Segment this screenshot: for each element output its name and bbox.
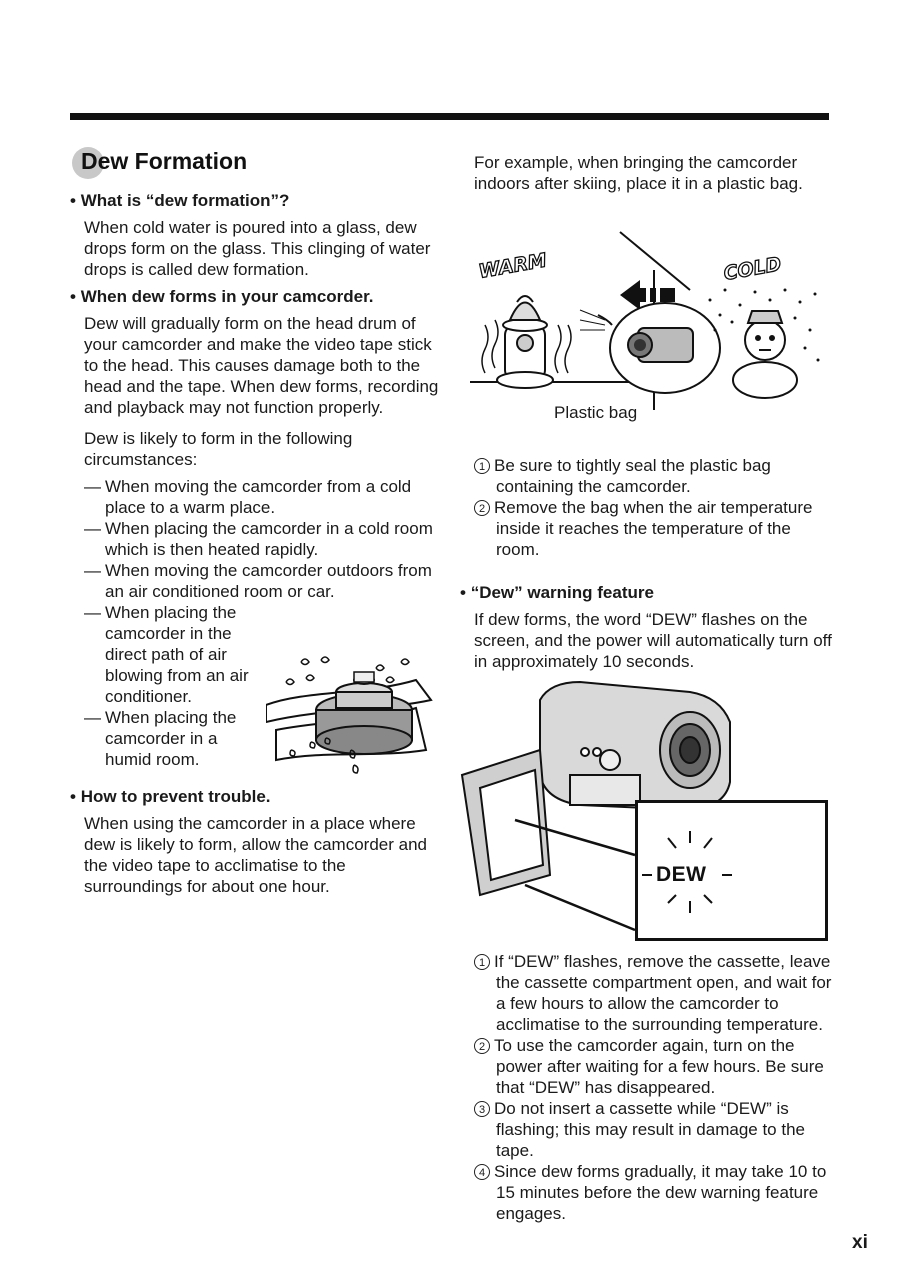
what-is-dew-body: When cold water is poured into a glass, … [84, 218, 431, 279]
left-arrow-icon [620, 280, 675, 310]
step-number: 1 [474, 954, 490, 970]
left-column: What is “dew formation”? When cold water… [70, 190, 442, 897]
plastic-bag-caption: Plastic bag [554, 403, 638, 422]
step-text: Since dew forms gradually, it may take 1… [494, 1162, 827, 1223]
list-item: When placing the camcorder in a cold roo… [84, 518, 442, 560]
likely-intro: Dew is likely to form in the following c… [84, 429, 353, 469]
step-text: Do not insert a cassette while “DEW” is … [494, 1099, 805, 1160]
prevent-trouble-heading: How to prevent trouble. [70, 786, 442, 807]
heater-kettle-icon [496, 295, 554, 389]
warm-label: WARM [477, 249, 548, 283]
page-title: Dew Formation [81, 148, 248, 174]
head-drum-illustration [265, 650, 441, 780]
list-item: When placing the camcorder in a humid ro… [84, 707, 257, 770]
cold-label: COLD [722, 253, 783, 285]
right-column: For example, when bringing the camcorder… [460, 152, 835, 194]
when-dew-forms-body: Dew will gradually form on the head drum… [84, 314, 439, 417]
dew-warning-heading: “Dew” warning feature [460, 582, 835, 603]
what-is-dew-heading: What is “dew formation”? [70, 190, 442, 211]
step-number: 2 [474, 1038, 490, 1054]
list-item: When moving the camcorder outdoors from … [84, 560, 442, 602]
top-rule [70, 113, 829, 120]
circumstance-list: When moving the camcorder from a cold pl… [70, 476, 442, 770]
list-item: When moving the camcorder from a cold pl… [84, 476, 442, 518]
page-number: xi [852, 1232, 868, 1253]
flash-lines-icon [642, 831, 732, 913]
viewfinder-screen: DEW [635, 800, 828, 941]
step-number: 1 [474, 458, 490, 474]
when-dew-forms-heading: When dew forms in your camcorder. [70, 286, 442, 307]
prevent-trouble-body: When using the camcorder in a place wher… [84, 814, 427, 896]
dew-warning-body: If dew forms, the word “DEW” flashes on … [474, 610, 832, 671]
step-number: 3 [474, 1101, 490, 1117]
step-text: If “DEW” flashes, remove the cassette, l… [494, 952, 832, 1034]
step-text: To use the camcorder again, turn on the … [494, 1036, 824, 1097]
step-number: 4 [474, 1164, 490, 1180]
bagged-camcorder-icon [597, 302, 721, 394]
step-text: Be sure to tightly seal the plastic bag … [494, 456, 771, 496]
snowman-icon [732, 310, 798, 399]
heading-circle-decoration [72, 147, 104, 179]
list-item: When placing the camcorder in the direct… [84, 602, 257, 707]
camcorder-icon [460, 680, 731, 932]
dew-indicator: DEW [656, 863, 707, 886]
camcorder-dew-illustration: DEW [460, 680, 830, 945]
warm-cold-illustration: WARM COLD Plastic bag [470, 230, 830, 430]
example-text: For example, when bringing the camcorder… [474, 153, 803, 193]
step-number: 2 [474, 500, 490, 516]
step-text: Remove the bag when the air temperature … [494, 498, 813, 559]
